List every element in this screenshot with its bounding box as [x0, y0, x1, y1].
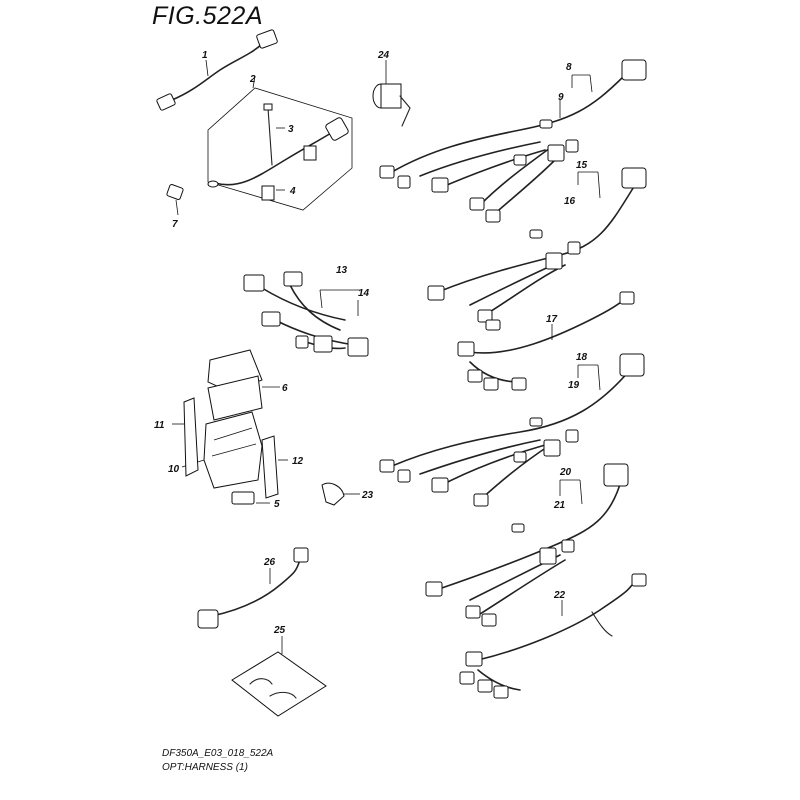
part-25-bag — [231, 636, 327, 717]
callout-6: 6 — [282, 383, 288, 394]
part-20-harness — [425, 463, 629, 627]
part-23-boot — [321, 482, 360, 506]
part-5-pad — [231, 491, 270, 505]
callout-9: 9 — [558, 92, 564, 103]
part-26-harness — [197, 547, 309, 629]
callout-7: 7 — [172, 219, 178, 230]
part-2-kit-box — [207, 75, 353, 211]
footer-name: OPT:HARNESS (1) — [162, 762, 248, 773]
part-13-harness — [243, 271, 369, 357]
callout-26: 26 — [263, 557, 276, 568]
callout-15: 15 — [576, 160, 588, 171]
callout-21: 21 — [553, 500, 566, 511]
part-24-grommet — [372, 60, 411, 127]
callout-17: 17 — [546, 314, 558, 325]
callout-2: 2 — [249, 74, 256, 85]
callout-19: 19 — [568, 380, 580, 391]
footer-code: DF350A_E03_018_522A — [162, 748, 274, 759]
callout-14: 14 — [358, 288, 370, 299]
callout-11: 11 — [154, 420, 165, 431]
part-7-cap — [166, 184, 184, 216]
part-8-harness — [379, 59, 647, 223]
part-18-harness — [379, 353, 645, 507]
part-1-harness — [156, 29, 278, 111]
callout-1: 1 — [202, 50, 208, 61]
callout-25: 25 — [273, 625, 286, 636]
callout-18: 18 — [576, 352, 588, 363]
callout-23: 23 — [361, 490, 374, 501]
part-17-harness — [457, 291, 635, 391]
callout-4: 4 — [289, 186, 296, 197]
callout-3: 3 — [288, 124, 294, 135]
part-22-harness — [459, 573, 647, 699]
part-15-harness — [427, 167, 647, 331]
callout-20: 20 — [559, 467, 572, 478]
callout-13: 13 — [336, 265, 348, 276]
callout-10: 10 — [168, 464, 180, 475]
callout-24: 24 — [377, 50, 390, 61]
callout-8: 8 — [566, 62, 572, 73]
callout-5: 5 — [274, 499, 280, 510]
callout-12: 12 — [292, 456, 304, 467]
callout-22: 22 — [553, 590, 566, 601]
callout-16: 16 — [564, 196, 576, 207]
part-11-bracket — [172, 397, 199, 477]
figure-title: FIG.522A — [152, 2, 263, 30]
part-12-bracket — [261, 435, 288, 499]
part-6-cover — [207, 349, 280, 421]
